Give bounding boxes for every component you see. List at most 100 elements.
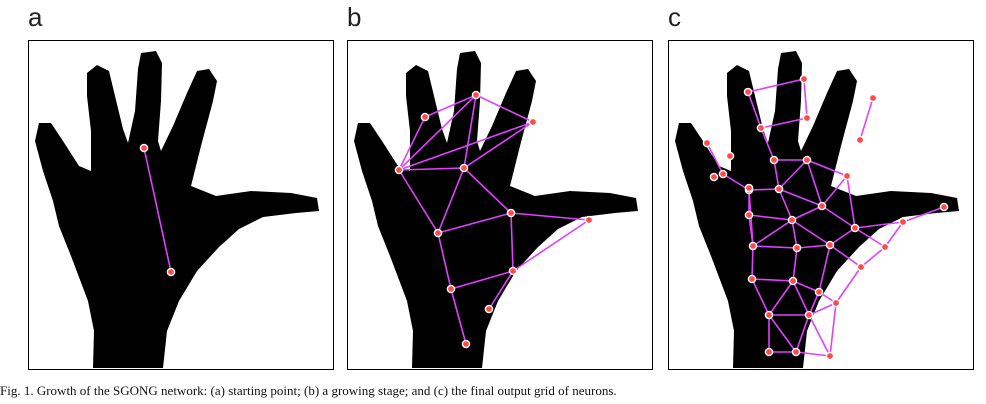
neuron-node [788,276,798,286]
network-edge [510,212,590,221]
network-edge [821,205,856,229]
network-edge [424,94,477,118]
network-edge [752,245,798,249]
network-edge [437,167,465,234]
neuron-node [825,351,835,361]
network-edge [806,159,823,207]
neuron-node [747,274,757,284]
panel-label-c: c [668,2,681,32]
neuron-node [850,223,860,233]
neuron-node [702,138,712,148]
neuron-node [744,183,754,193]
network-edge [488,270,514,310]
network-edge [854,221,904,229]
network-edge [748,214,793,221]
neuron-node [802,113,812,123]
neuron-node [725,151,735,161]
network-edge [512,219,590,272]
network-edge [143,147,172,273]
network-edge [829,244,862,268]
neuron-node [802,155,812,165]
panel-b-graphic [354,51,638,368]
network-edge [760,127,775,161]
neuron-node [446,284,456,294]
network-edge [751,245,754,280]
neuron-node [939,202,949,212]
neuron-node [744,210,754,220]
network-edge [854,227,886,248]
network-edge [398,94,477,171]
network-edge [791,219,798,249]
neuron-node [880,242,890,252]
neuron-node [433,228,443,238]
network-edge [398,167,465,171]
network-edge [796,244,831,249]
network-edge [829,302,837,357]
neuron-node [471,90,481,100]
network-edge [475,94,534,123]
neuron-node [166,267,176,277]
neuron-node [831,298,841,308]
network-edge [510,212,514,272]
network-edge [791,219,831,246]
network-edge [751,278,770,316]
network-edge [792,280,810,316]
neuron-node [898,217,908,227]
panel-a [28,40,334,370]
neuron-node [709,172,719,182]
neuron-node [420,112,430,122]
network-edge [808,302,837,316]
network-edge [450,288,467,345]
hand-silhouette [35,51,319,368]
network-edge [884,221,904,248]
neuron-node [394,165,404,175]
panel-label-b: b [347,2,362,32]
panel-a-graphic [35,51,319,368]
hand-silhouette [354,51,638,368]
network-edge [768,314,797,353]
network-edge [792,247,798,282]
network-edge [902,206,945,223]
network-edge [768,280,794,316]
network-edge [821,175,848,207]
network-edge [818,244,831,293]
network-edge [747,91,762,129]
network-edge [398,121,534,171]
network-edge [748,188,780,191]
neuron-node [792,243,802,253]
neuron-node [868,93,878,103]
panel-c-graphic [675,51,959,368]
network-edge [795,314,810,353]
panel-label-a: a [28,2,43,32]
neuron-node [528,117,538,127]
neuron-node [825,240,835,250]
network-edge [706,142,724,175]
neuron-node [774,184,784,194]
network-edge [437,232,452,290]
network-edge [437,212,512,234]
hand-silhouette [675,51,959,368]
network-edge [450,270,514,290]
neuron-node [508,266,518,276]
network-edge [773,159,780,190]
neuron-node [764,310,774,320]
neuron-node [756,123,766,133]
network-edge [752,219,793,247]
network-edge [860,246,886,268]
network-edge [803,78,808,119]
neuron-node [764,347,774,357]
network-edge [463,167,512,214]
neuron-node [748,241,758,251]
network-edge [808,314,831,357]
neuron-node [718,169,728,179]
neuron-node [817,201,827,211]
neuron-node [787,215,797,225]
figure-caption: Fig. 1. Growth of the SGONG network: (a)… [0,383,617,398]
network-edge [760,117,808,129]
panel-b [347,40,653,370]
network-edge [806,159,848,177]
network-edge [846,175,856,229]
neuron-node [769,155,779,165]
network-edge [398,116,426,171]
neuron-node [461,339,471,349]
